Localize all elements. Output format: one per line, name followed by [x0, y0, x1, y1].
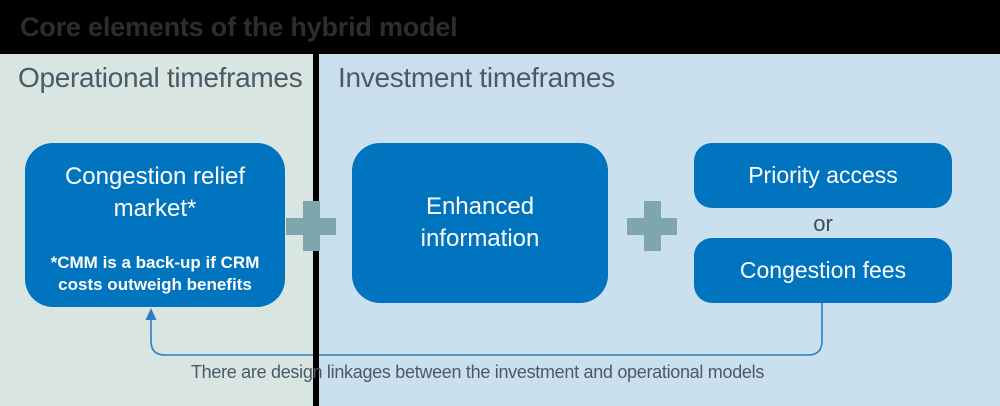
section-label-investment: Investment timeframes: [338, 62, 615, 93]
plus-icon: [286, 201, 336, 251]
congestion-fees-box: Congestion fees: [694, 238, 952, 303]
plus-icon: [627, 201, 677, 251]
enhanced-information-title: Enhanced information: [420, 192, 540, 252]
priority-access-title: Priority access: [748, 162, 898, 188]
congestion-relief-market-title: Congestion relief market*: [64, 163, 246, 223]
cmm-footnote: *CMM is a back-up if CRM costs outweigh …: [50, 252, 260, 294]
linkage-caption: There are design linkages between the in…: [190, 362, 765, 382]
enhanced-information-box: Enhanced information: [352, 143, 608, 303]
section-label-operational: Operational timeframes: [18, 62, 303, 93]
or-label: or: [813, 211, 833, 236]
congestion-fees-title: Congestion fees: [739, 257, 907, 283]
priority-access-box: Priority access: [694, 143, 952, 208]
congestion-relief-market-box: Congestion relief market* *CMM is a back…: [25, 143, 285, 307]
plus-icon-bar: [302, 201, 320, 251]
header-bar: Core elements of the hybrid model: [0, 0, 1000, 54]
plus-icon-bar: [643, 201, 661, 251]
page-title: Core elements of the hybrid model: [20, 12, 458, 42]
